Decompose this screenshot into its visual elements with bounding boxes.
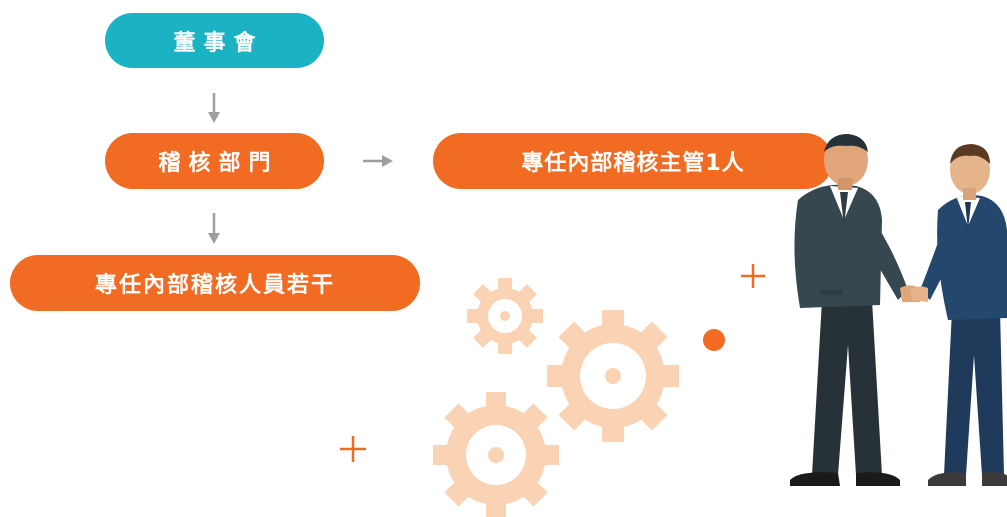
gear-icon xyxy=(467,278,543,354)
businessman-left xyxy=(790,134,922,486)
node-audit-department: 稽核部門 xyxy=(105,133,324,189)
handshake-illustration xyxy=(790,134,1007,486)
businessman-right xyxy=(910,144,1007,486)
gear-icon xyxy=(547,310,679,442)
arrow-audit-to-staff xyxy=(208,213,220,244)
node-board: 董事會 xyxy=(105,13,324,68)
plus-icon xyxy=(340,436,366,462)
node-chief-auditor: 專任內部稽核主管1人 xyxy=(433,133,833,189)
gear-icon xyxy=(433,392,559,517)
dot-icon xyxy=(703,329,725,351)
arrow-board-to-audit xyxy=(208,93,220,123)
arrow-audit-to-chief xyxy=(363,155,393,167)
plus-icon xyxy=(741,264,765,288)
node-audit-staff: 專任內部稽核人員若干 xyxy=(10,255,420,311)
